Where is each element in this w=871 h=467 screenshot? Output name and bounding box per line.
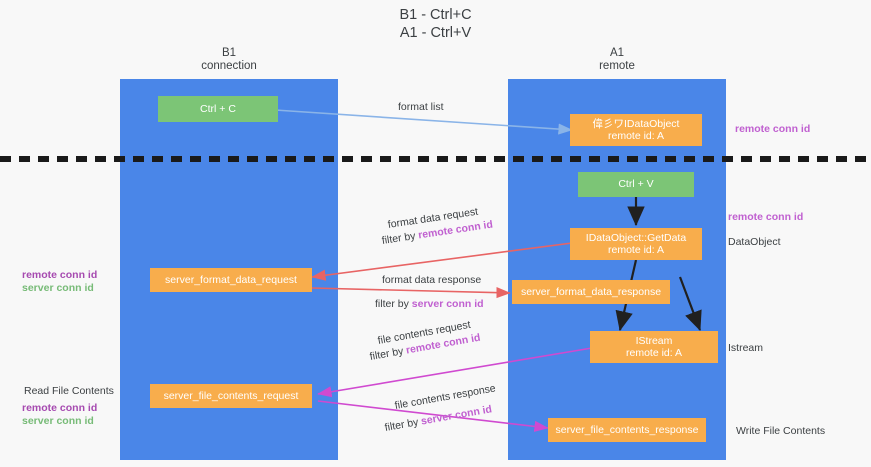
page-title: B1 - Ctrl+C A1 - Ctrl+V [0,6,871,42]
node-istream-line-2: remote id: A [625,347,683,359]
node-server-file-contents-response-label: server_file_contents_response [555,423,699,436]
right-note-top-remote-conn-id: remote conn id [735,123,811,135]
node-getdata-line-1: IDataObject::GetData [585,231,687,244]
title-line-2: A1 - Ctrl+V [399,25,472,41]
lane-header-a1-title: A1 [609,47,625,59]
edge-label-format-list: format list [398,101,444,113]
node-ctrl-v-label: Ctrl + V [618,178,654,191]
right-note-write-file-contents: Write File Contents [736,425,826,437]
edge-label-format-data-response: format data response [382,274,482,286]
left-note-file-server-conn-id: server conn id [22,415,94,427]
left-note-read-file-contents: Read File Contents [24,385,114,397]
node-idataobject-line-1: 偉彡ワIDataObject [592,117,680,130]
right-note-istream: Istream [728,342,764,354]
filter-prefix: filter by [381,229,420,247]
node-server-format-data-request-label: server_format_data_request [165,273,297,286]
node-server-file-contents-request[interactable]: server_file_contents_request [150,384,312,408]
lane-header-a1: A1 remote [508,47,726,73]
filter-key-server-conn-id: server conn id [411,298,484,310]
node-server-file-contents-request-label: server_file_contents_request [163,389,299,402]
filter-key-server-conn-id: server conn id [420,403,493,428]
lane-header-b1: B1 connection [120,47,338,73]
node-server-format-data-response[interactable]: server_format_data_response [512,280,670,304]
node-istream-line-1: IStream [635,334,673,347]
lane-header-a1-subtitle: remote [599,60,635,72]
right-note-mid-remote-conn-id: remote conn id [728,211,804,223]
lane-header-b1-subtitle: connection [201,60,257,72]
left-note-file-remote-conn-id: remote conn id [22,402,98,414]
node-idataobject-line-2: remote id: A [607,130,665,142]
node-server-file-contents-response[interactable]: server_file_contents_response [548,418,706,442]
node-getdata-line-2: remote id: A [607,244,665,256]
section-divider [0,156,871,162]
node-server-format-data-response-label: server_format_data_response [520,285,662,298]
title-line-1: B1 - Ctrl+C [399,7,472,23]
filter-prefix: filter by [375,298,412,310]
edge-label-format-data-response-filter: filter by server conn id [375,298,484,311]
filter-prefix: filter by [368,344,408,363]
lane-header-b1-title: B1 [221,47,237,59]
node-ctrl-c-label: Ctrl + C [200,102,236,115]
left-note-format-server-conn-id: server conn id [22,282,94,294]
node-ctrl-v[interactable]: Ctrl + V [578,172,694,197]
filter-prefix: filter by [383,415,423,434]
left-note-format-remote-conn-id: remote conn id [22,269,98,281]
node-istream[interactable]: IStream remote id: A [590,331,718,363]
right-note-dataobject: DataObject [728,236,781,248]
node-idataobject-getdata[interactable]: IDataObject::GetData remote id: A [570,228,702,260]
node-server-format-data-request[interactable]: server_format_data_request [150,268,312,292]
node-ctrl-c[interactable]: Ctrl + C [158,96,278,122]
node-idataobject[interactable]: 偉彡ワIDataObject remote id: A [570,114,702,146]
